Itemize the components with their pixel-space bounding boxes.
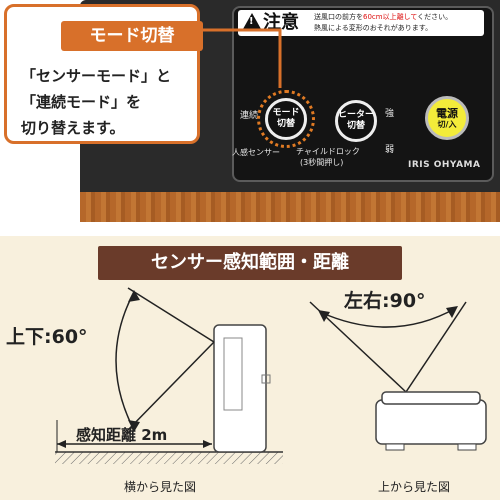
side-angle-arc	[115, 291, 135, 431]
side-view-caption: 横から見た図	[124, 480, 197, 494]
power-button[interactable]: 電源 切/入	[425, 96, 469, 140]
continuous-label: 連続	[240, 111, 259, 121]
distance-label: 感知距離 2m	[76, 426, 168, 444]
caution-text: 送風口の前方を60cm以上離してください。 熱風による変形のおそれがあります。	[314, 13, 453, 32]
side-heater-panel	[223, 337, 243, 411]
child-lock-note: (3秒間押し)	[300, 158, 344, 167]
child-lock-label: チャイルドロック	[296, 147, 360, 156]
section-title: センサー感知範囲・距離	[98, 246, 402, 280]
callout-connector	[200, 28, 282, 88]
side-arc-arrow-bottom	[128, 420, 140, 432]
warning-icon-mark: !	[249, 16, 254, 27]
warning-icon	[243, 13, 261, 29]
weak-label: 弱	[385, 145, 395, 155]
top-heater-body	[375, 399, 487, 445]
top-view-caption: 上から見た図	[378, 480, 451, 494]
caution-highlight: 60cm以上離して	[363, 13, 418, 21]
device-photo: ! 注意 送風口の前方を60cm以上離してください。 熱風による変形のおそれがあ…	[0, 0, 500, 222]
callout-body: 「センサーモード」と 「連続モード」を 切り替えます。	[21, 67, 172, 137]
caution-title: 注意	[263, 12, 299, 33]
mode-switch-button[interactable]: モード切替	[265, 98, 307, 140]
wood-base	[80, 192, 500, 222]
brand-logo: IRIS OHYAMA	[408, 160, 481, 170]
side-heater-foot	[261, 374, 271, 384]
distance-arrow-right-head	[203, 440, 212, 448]
heater-switch-button[interactable]: ヒーター切替	[335, 100, 377, 142]
distance-arrow-left-head	[57, 440, 66, 448]
top-heater-front	[381, 391, 481, 405]
side-cone-upper	[127, 287, 215, 343]
horizontal-angle-label: 左右:90°	[344, 290, 426, 312]
callout-title: モード切替	[61, 21, 203, 51]
vertical-angle-label: 上下:60°	[6, 326, 88, 348]
side-heater-body	[213, 324, 267, 453]
top-arc-arrow-right	[446, 306, 458, 318]
top-heater-foot-right	[457, 443, 477, 451]
strong-label: 強	[385, 109, 395, 119]
mode-callout: モード切替 「センサーモード」と 「連続モード」を 切り替えます。	[4, 4, 203, 144]
top-cone-right	[405, 301, 467, 393]
mode-button-highlight-ring	[257, 90, 315, 148]
side-cone-lower	[127, 341, 215, 431]
side-floor-hatch	[55, 452, 283, 464]
sensor-range-diagram	[55, 287, 487, 464]
side-arc-arrow-top	[128, 290, 140, 302]
top-arc-arrow-left	[318, 310, 330, 322]
top-heater-foot-left	[385, 443, 405, 451]
sensor-label: 人感センサー	[232, 148, 280, 157]
top-angle-arc	[319, 307, 457, 328]
